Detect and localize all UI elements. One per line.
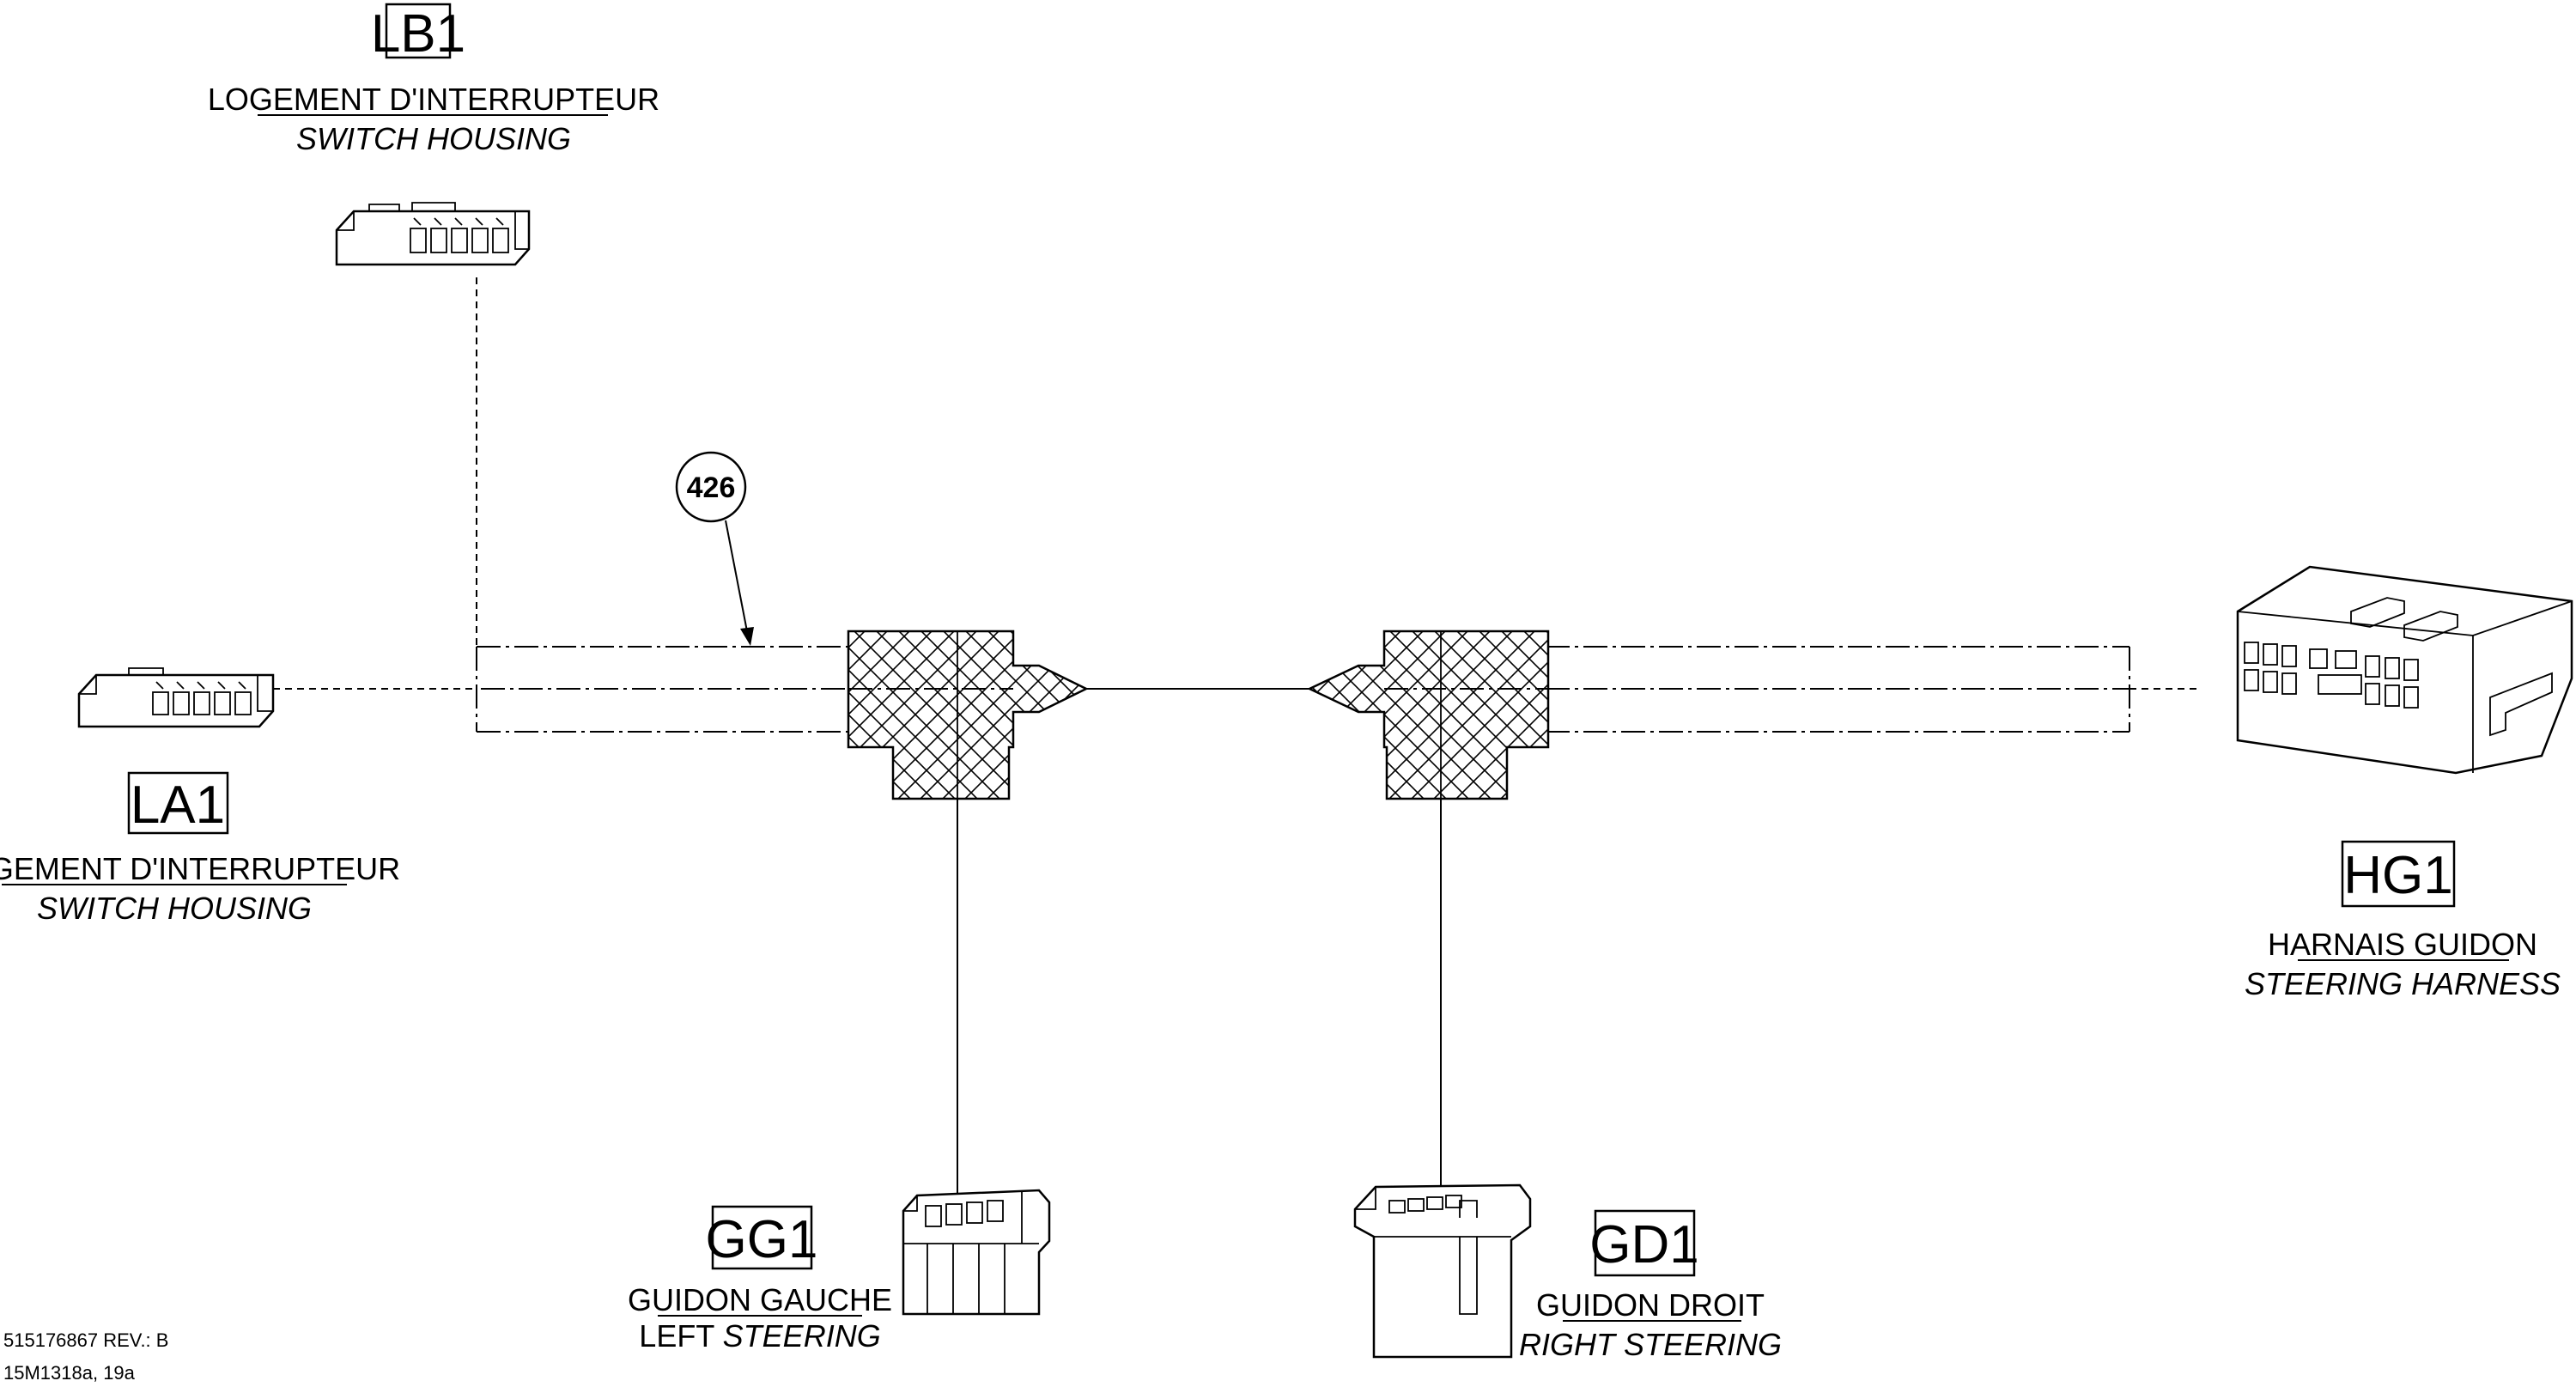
gd1-name-en: RIGHT STEERING (1519, 1327, 1782, 1362)
left-junction (847, 630, 1089, 800)
hg1-name-en: STEERING HARNESS (2245, 966, 2561, 1001)
connector-hg1: HG1 HARNAIS GUIDON STEERING HARNESS (2236, 565, 2573, 1001)
connector-gg1: GG1 GUIDON GAUCHE LEFT STEERING (628, 1189, 1051, 1354)
part-number: 515176867 REV.: B (3, 1329, 168, 1351)
lb1-name-fr: LOGEMENT D'INTERRUPTEUR (208, 82, 659, 117)
la1-name-fr: LOGEMENT D'INTERRUPTEUR (0, 851, 400, 886)
right-junction (1307, 630, 1550, 800)
hg1-plug-drawing (2236, 565, 2573, 775)
lb1-code: LB1 (371, 4, 465, 64)
gg1-plug-drawing (902, 1189, 1051, 1316)
connector-gd1: GD1 GUIDON DROIT RIGHT STEERING (1353, 1183, 1782, 1362)
harness-main-body (476, 646, 2198, 733)
gg1-name-fr: GUIDON GAUCHE (628, 1282, 892, 1317)
la1-code: LA1 (131, 776, 225, 835)
gg1-name-en-italic: STEERING (723, 1318, 881, 1354)
gd1-name-fr: GUIDON DROIT (1536, 1287, 1765, 1323)
callout-426: 426 (675, 451, 754, 646)
gg1-name-en: LEFT STEERING (639, 1318, 880, 1354)
la1-plug-drawing (77, 667, 275, 728)
drawing-reference: 15M1318a, 19a (3, 1362, 136, 1384)
hg1-name-fr: HARNAIS GUIDON (2268, 927, 2537, 962)
la1-name-en: SWITCH HOUSING (37, 891, 312, 926)
lb1-name-en: SWITCH HOUSING (296, 121, 571, 156)
gg1-code: GG1 (706, 1210, 818, 1269)
gd1-plug-drawing (1353, 1183, 1532, 1359)
connector-lb1: LB1 LOGEMENT D'INTERRUPTEUR SWITCH HOUSI… (208, 3, 659, 266)
footer: 515176867 REV.: B 15M1318a, 19a (3, 1329, 168, 1384)
gd1-code: GD1 (1589, 1215, 1698, 1274)
callout-number: 426 (687, 471, 736, 504)
gg1-name-en-prefix: LEFT (639, 1318, 722, 1354)
hg1-code: HG1 (2343, 846, 2452, 905)
connector-la1: LA1 LOGEMENT D'INTERRUPTEUR SWITCH HOUSI… (0, 667, 400, 926)
lb1-plug-drawing (335, 202, 531, 266)
